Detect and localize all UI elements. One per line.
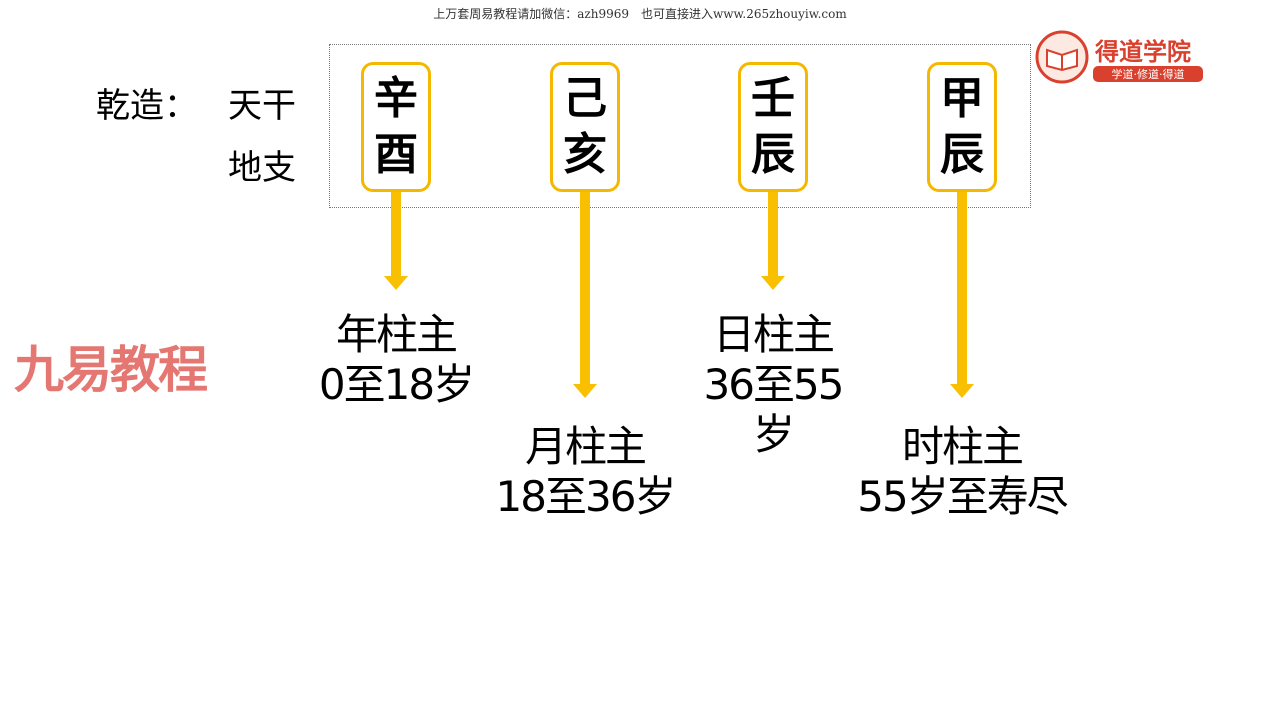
arrow-shaft: [580, 192, 590, 384]
arrow-head-icon: [384, 276, 408, 290]
branches-label: 地支: [228, 148, 296, 188]
arrow-shaft: [391, 192, 401, 276]
pillar-box: 甲 辰: [927, 62, 997, 192]
arrow-shaft: [768, 192, 778, 276]
pillar-title: 月柱主: [524, 422, 647, 471]
pillar-title: 时柱主: [901, 422, 1024, 471]
pillar-age-range: 36至55: [703, 360, 845, 409]
header-note: 上万套周易教程请加微信：azh9969 也可直接进入www.265zhouyiw…: [433, 7, 847, 21]
pillar-title: 年柱主: [335, 310, 458, 359]
pillar-box: 己 亥: [550, 62, 620, 192]
heavenly-stem: 辛: [374, 73, 418, 124]
pillar-caption: 月柱主 18至36岁: [465, 422, 705, 522]
logo: 得道学院 学道·修道·得道: [1035, 30, 1203, 84]
earthly-branch: 辰: [751, 129, 795, 180]
earthly-branch: 亥: [563, 129, 607, 180]
pillar-age-range: 0至18岁: [318, 360, 475, 409]
pillars-frame: [329, 44, 1031, 208]
arrow-shaft: [957, 192, 967, 384]
pillar-caption: 时柱主 55岁至寿尽: [842, 422, 1082, 522]
heavenly-stem: 甲: [940, 73, 984, 124]
pillar-age-range: 18至36岁: [495, 472, 677, 521]
pillar-caption: 年柱主 0至18岁: [276, 310, 516, 410]
pillar-age-range: 55岁至寿尽: [857, 472, 1068, 521]
earthly-branch: 辰: [940, 129, 984, 180]
pillar-box: 辛 酉: [361, 62, 431, 192]
pillar-age-range: 岁: [752, 410, 795, 459]
earthly-branch: 酉: [374, 129, 418, 180]
arrow-head-icon: [950, 384, 974, 398]
heavenly-stem: 己: [563, 73, 607, 124]
heavenly-stem: 壬: [751, 73, 795, 124]
gender-label: 乾造：: [96, 86, 198, 126]
svg-text:学道·修道·得道: 学道·修道·得道: [1112, 67, 1185, 81]
pillar-box: 壬 辰: [738, 62, 808, 192]
watermark: 九易教程: [14, 341, 208, 399]
svg-text:得道学院: 得道学院: [1094, 37, 1191, 66]
pillar-title: 日柱主: [712, 310, 835, 359]
arrow-head-icon: [761, 276, 785, 290]
stems-label: 天干: [228, 86, 296, 126]
arrow-head-icon: [573, 384, 597, 398]
